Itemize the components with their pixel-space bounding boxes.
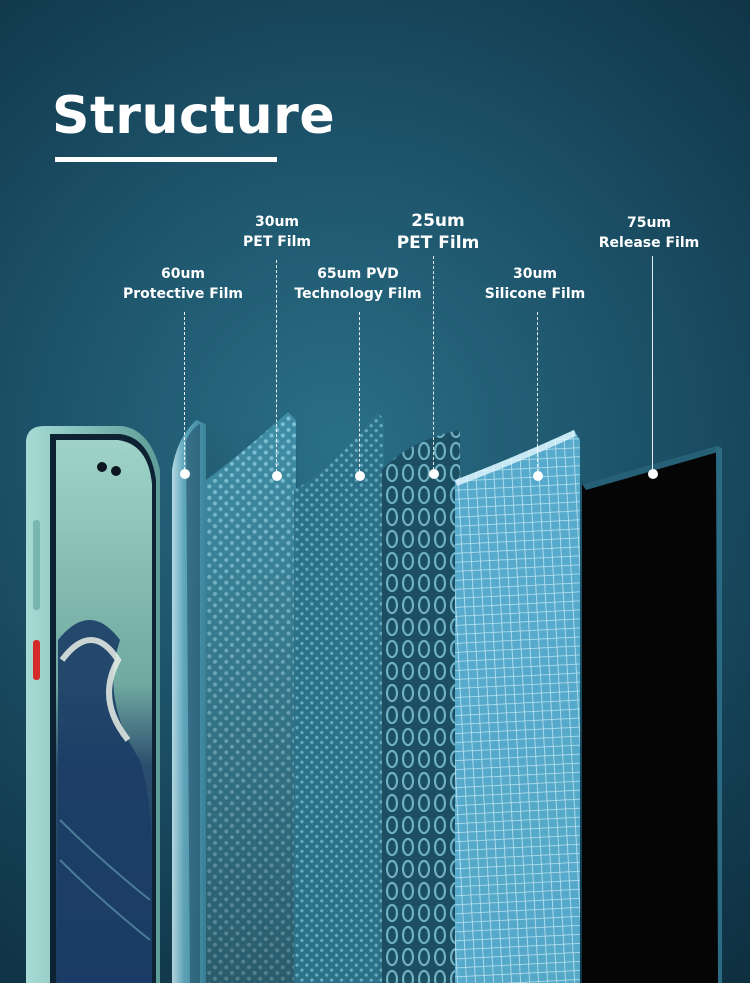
marker-pet-film-30 bbox=[272, 471, 282, 481]
leader-protective-film bbox=[184, 312, 185, 470]
pet-film-25-layer bbox=[382, 430, 462, 983]
label-release-film: 75um Release Film bbox=[599, 213, 699, 253]
label-pvd-film: 65um PVD Technology Film bbox=[294, 264, 421, 304]
release-film-layer bbox=[582, 446, 722, 983]
silicone-film-layer bbox=[455, 430, 580, 983]
label-protective-film: 60um Protective Film bbox=[123, 264, 243, 304]
marker-pvd-film bbox=[355, 471, 365, 481]
marker-silicone-film bbox=[533, 471, 543, 481]
label-pet-film-25: 25um PET Film bbox=[397, 210, 480, 254]
marker-release-film bbox=[648, 469, 658, 479]
marker-pet-film-25 bbox=[429, 469, 439, 479]
page-title: Structure bbox=[52, 86, 335, 146]
pvd-film-layer bbox=[294, 412, 384, 983]
label-silicone-film: 30um Silicone Film bbox=[485, 264, 585, 304]
leader-pet-film-30 bbox=[276, 260, 277, 472]
leader-release-film bbox=[652, 256, 653, 470]
phone-illustration bbox=[26, 426, 160, 983]
pet-film-30-layer bbox=[206, 410, 298, 983]
leader-silicone-film bbox=[537, 312, 538, 472]
label-pet-film-30: 30um PET Film bbox=[243, 212, 311, 252]
title-underline bbox=[55, 157, 277, 162]
leader-pvd-film bbox=[359, 312, 360, 472]
marker-protective-film bbox=[180, 469, 190, 479]
leader-pet-film-25 bbox=[433, 256, 434, 470]
protective-film-layer bbox=[172, 420, 206, 983]
